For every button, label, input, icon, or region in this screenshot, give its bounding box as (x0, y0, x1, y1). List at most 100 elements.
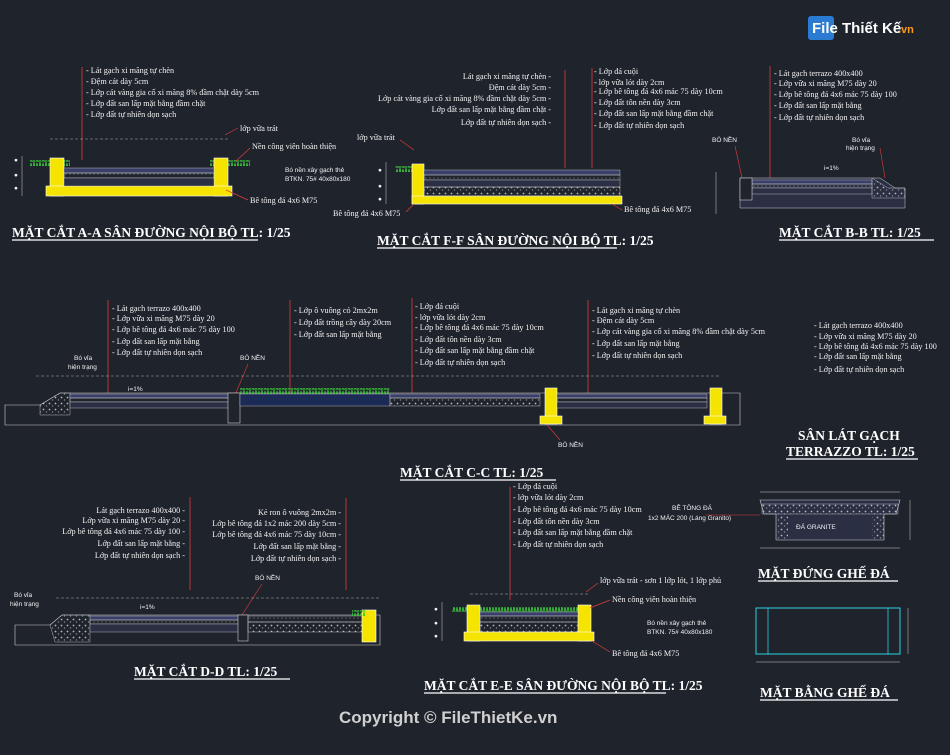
svg-text:- Lớp bê tông đá 4x6 mác 75 dà: - Lớp bê tông đá 4x6 mác 75 dày 10cm (594, 87, 723, 96)
cc-notes-1: - Lát gạch terrazo 400x400 - Lớp vữa xi … (112, 304, 235, 357)
svg-text:- Lớp bê tông đá 4x6 mác 75 dà: - Lớp bê tông đá 4x6 mác 75 dày 10cm (415, 323, 544, 332)
section-ee: - Lớp đá cuội - lớp vữa lót dày 2cm - Lớ… (424, 482, 721, 694)
svg-text:- lớp vữa lót dày 2cm: - lớp vữa lót dày 2cm (594, 78, 665, 87)
svg-text:- Lớp bê tông đá 4x6 mác 75 dà: - Lớp bê tông đá 4x6 mác 75 dày 100 (112, 325, 235, 334)
svg-text:- Lớp cát vàng gia cố xi măng: - Lớp cát vàng gia cố xi măng 8% đầm chặ… (592, 327, 766, 336)
svg-text:- Lớp đất tôn nền dày 3cm: - Lớp đất tôn nền dày 3cm (594, 98, 681, 107)
cc-slope: i=1% (128, 386, 143, 393)
svg-text:- Lớp đất tự nhiên dọn sạch: - Lớp đất tự nhiên dọn sạch (513, 540, 603, 549)
svg-text:- Lớp đá cuội: - Lớp đá cuội (415, 302, 460, 311)
svg-text:- Lát gạch xi măng tự chèn: - Lát gạch xi măng tự chèn (592, 306, 680, 315)
ee-label-be-tong: Bê tông đá 4x6 M75 (612, 649, 679, 658)
logo: File Thiết Kế .vn (808, 16, 914, 40)
svg-text:●: ● (378, 183, 382, 190)
svg-text:- Lớp đất trồng cây dày 20cm: - Lớp đất trồng cây dày 20cm (294, 318, 392, 327)
cc-notes-2: - Lớp ô vuông cỏ 2mx2m - Lớp đất trồng c… (294, 306, 392, 339)
terrazzo-title-2: TERRAZZO TL: 1/25 (786, 444, 915, 459)
aa-label-btkn: BTKN. 75# 40x80x180 (285, 176, 351, 183)
svg-text:Lớp đất tự nhiên dọn sạch -: Lớp đất tự nhiên dọn sạch - (251, 554, 341, 563)
svg-text:●: ● (14, 157, 18, 164)
section-bb: - Lát gạch terrazo 400x400 - Lớp vữa xi … (712, 66, 934, 241)
svg-text:Lớp vữa xi măng M75 dày 20 -: Lớp vữa xi măng M75 dày 20 - (82, 516, 185, 525)
svg-text:- lớp vữa lót dày 2cm: - lớp vữa lót dày 2cm (513, 493, 584, 502)
svg-text:●: ● (434, 620, 438, 627)
ee-label-btkn: BTKN. 75# 40x80x180 (647, 629, 713, 636)
aa-label-nen-cong-vien: Nền công viên hoàn thiện (252, 142, 336, 151)
ff-notes-right: - Lớp đá cuội - lớp vữa lót dày 2cm - Lớ… (594, 67, 723, 130)
svg-text:●: ● (14, 172, 18, 179)
terrazzo-title-1: SÂN LÁT GẠCH (798, 428, 900, 443)
svg-text:- Đệm cát dày 5cm: - Đệm cát dày 5cm (86, 77, 149, 86)
dd-label-hien-trang: hiện trạng (10, 601, 39, 608)
dd-label-bo-nen: BÓ NỀN (255, 572, 280, 582)
cc-notes-4: - Lát gạch xi măng tự chèn - Đệm cát dày… (592, 306, 766, 360)
svg-text:Lớp đất san lấp mặt bằng -: Lớp đất san lấp mặt bằng - (97, 539, 185, 548)
svg-text:Lớp bê tông đá 1x2 mác 200 dày: Lớp bê tông đá 1x2 mác 200 dày 5cm - (212, 519, 341, 528)
svg-text:Kẻ ron ô vuông 2mx2m -: Kẻ ron ô vuông 2mx2m - (258, 508, 341, 517)
bb-notes: - Lát gạch terrazo 400x400 - Lớp vữa xi … (774, 69, 897, 122)
dd-notes-right: Kẻ ron ô vuông 2mx2m - Lớp bê tông đá 1x… (212, 508, 341, 563)
svg-text:Lát gạch xi măng tự chèn -: Lát gạch xi măng tự chèn - (463, 72, 551, 81)
section-ff: Lát gạch xi măng tự chèn - Đệm cát dày 5… (333, 67, 723, 249)
bench-label-be-tong: BÊ TÔNG ĐÁ (672, 503, 713, 512)
svg-text:Lớp bê tông đá 4x6 mác 75 dày: Lớp bê tông đá 4x6 mác 75 dày 100 - (62, 527, 185, 536)
svg-text:- Lớp vữa xi măng M75 dày 20: - Lớp vữa xi măng M75 dày 20 (774, 79, 877, 88)
bb-label-bo-nen: BÓ NỀN (712, 134, 737, 144)
svg-text:- Lớp bê tông đá 4x6 mác 75 dà: - Lớp bê tông đá 4x6 mác 75 dày 100 (814, 342, 937, 351)
svg-text:- Lớp vữa xi măng M75 dày 20: - Lớp vữa xi măng M75 dày 20 (814, 332, 917, 341)
bench-plan-title: MẶT BẰNG GHẾ ĐÁ (760, 685, 890, 700)
svg-text:- Lớp bê tông đá 4x6 mác 75 dà: - Lớp bê tông đá 4x6 mác 75 dày 100 (774, 90, 897, 99)
svg-text:- Lát gạch xi măng tự chèn: - Lát gạch xi măng tự chèn (86, 66, 174, 75)
cc-label-bo-nen: BÓ NỀN (240, 352, 265, 362)
bb-title: MẶT CẮT B-B TL: 1/25 (779, 225, 921, 240)
svg-text:- Lớp đất san lấp mặt bằng đầm: - Lớp đất san lấp mặt bằng đầm chặt (513, 528, 633, 537)
svg-text:Lớp đất tự nhiên dọn sạch -: Lớp đất tự nhiên dọn sạch - (95, 551, 185, 560)
aa-label-vua-trat: lớp vữa trát (240, 124, 279, 133)
section-dd: Lát gạch terrazo 400x400 - Lớp vữa xi mă… (10, 497, 381, 680)
dd-title: MẶT CẮT D-D TL: 1/25 (134, 664, 278, 679)
svg-text:- Lớp đất san lấp mặt bằng: - Lớp đất san lấp mặt bằng (294, 330, 382, 339)
aa-label-be-tong: Bê tông đá 4x6 M75 (250, 196, 317, 205)
svg-text:Lát gạch terrazo 400x400 -: Lát gạch terrazo 400x400 - (96, 506, 185, 515)
svg-text:Lớp đất san lấp mặt bằng đầm c: Lớp đất san lấp mặt bằng đầm chặt - (432, 105, 552, 114)
svg-text:- Đệm cát dày 5cm: - Đệm cát dày 5cm (592, 316, 655, 325)
cc-title: MẶT CẮT C-C TL: 1/25 (400, 465, 544, 480)
svg-text:- Lớp đất tự nhiên dọn sạch: - Lớp đất tự nhiên dọn sạch (814, 365, 904, 374)
ee-notes: - Lớp đá cuội - lớp vữa lót dày 2cm - Lớ… (513, 482, 642, 549)
svg-text:- Lớp đất san lấp mặt bằng đầm: - Lớp đất san lấp mặt bằng đầm chặt (415, 346, 535, 355)
svg-text:- Lớp bê tông đá 4x6 mác 75 dà: - Lớp bê tông đá 4x6 mác 75 dày 10cm (513, 505, 642, 514)
svg-text:- Lớp đất tự nhiên dọn sạch: - Lớp đất tự nhiên dọn sạch (592, 351, 682, 360)
dd-label-bo-via: Bó vỉa (14, 591, 32, 599)
svg-text:- Lớp đất san lấp mặt bằng: - Lớp đất san lấp mặt bằng (814, 352, 902, 361)
svg-text:- Lớp đất tôn nền dày 3cm: - Lớp đất tôn nền dày 3cm (415, 335, 502, 344)
svg-text:- Lớp đất san lấp mặt bằng: - Lớp đất san lấp mặt bằng (592, 339, 680, 348)
bb-label-hien-trang: hiện trạng (846, 145, 875, 152)
terrazzo-notes: - Lát gạch terrazo 400x400 - Lớp vữa xi … (814, 321, 937, 374)
svg-text:- Lớp đá cuội: - Lớp đá cuội (513, 482, 558, 491)
aa-label-bo-nen: Bó nền xây gạch thẻ (285, 165, 345, 174)
svg-text:- Lát gạch terrazo 400x400: - Lát gạch terrazo 400x400 (814, 321, 903, 330)
section-aa: - Lát gạch xi măng tự chèn - Đệm cát dày… (12, 66, 351, 241)
bench-elev-title: MẶT ĐỨNG GHẾ ĐÁ (758, 566, 890, 581)
logo-suffix: .vn (898, 24, 914, 36)
svg-text:●: ● (378, 167, 382, 174)
svg-text:- Lớp đất san lấp mặt bằng đầm: - Lớp đất san lấp mặt bằng đầm chặt (594, 109, 714, 118)
ff-label-be-tong-right: Bê tông đá 4x6 M75 (624, 205, 691, 214)
svg-text:- Lát gạch terrazo 400x400: - Lát gạch terrazo 400x400 (112, 304, 201, 313)
ff-label-vua-trat: lớp vữa trát (357, 133, 396, 142)
svg-text:- Lớp đất tự nhiên dọn sạch: - Lớp đất tự nhiên dọn sạch (774, 113, 864, 122)
bench-plan: MẶT BẰNG GHẾ ĐÁ (755, 607, 909, 701)
svg-text:Lớp bê tông đá 4x6 mác 75 dày: Lớp bê tông đá 4x6 mác 75 dày 10cm - (212, 530, 341, 539)
section-cc: - Lát gạch terrazo 400x400 - Lớp vữa xi … (4, 298, 766, 481)
svg-text:- Lớp đất tự nhiên dọn sạch: - Lớp đất tự nhiên dọn sạch (112, 348, 202, 357)
bench-elevation: BÊ TÔNG ĐÁ 1x2 MÁC 200 (Láng Granito) ĐÁ… (648, 491, 911, 582)
svg-text:- Lớp đất san lấp mặt bằng đầm: - Lớp đất san lấp mặt bằng đầm chặt (86, 99, 206, 108)
bb-label-bo-via: Bó vỉa (852, 136, 870, 144)
svg-text:Đệm cát dày 5cm -: Đệm cát dày 5cm - (489, 83, 552, 92)
svg-text:Lớp đất tự nhiên dọn sạch -: Lớp đất tự nhiên dọn sạch - (461, 118, 551, 127)
svg-text:●: ● (378, 196, 382, 203)
svg-text:- lớp vữa lót dày 2cm: - lớp vữa lót dày 2cm (415, 313, 486, 322)
svg-text:- Lớp đất san lấp mặt bằng: - Lớp đất san lấp mặt bằng (112, 337, 200, 346)
